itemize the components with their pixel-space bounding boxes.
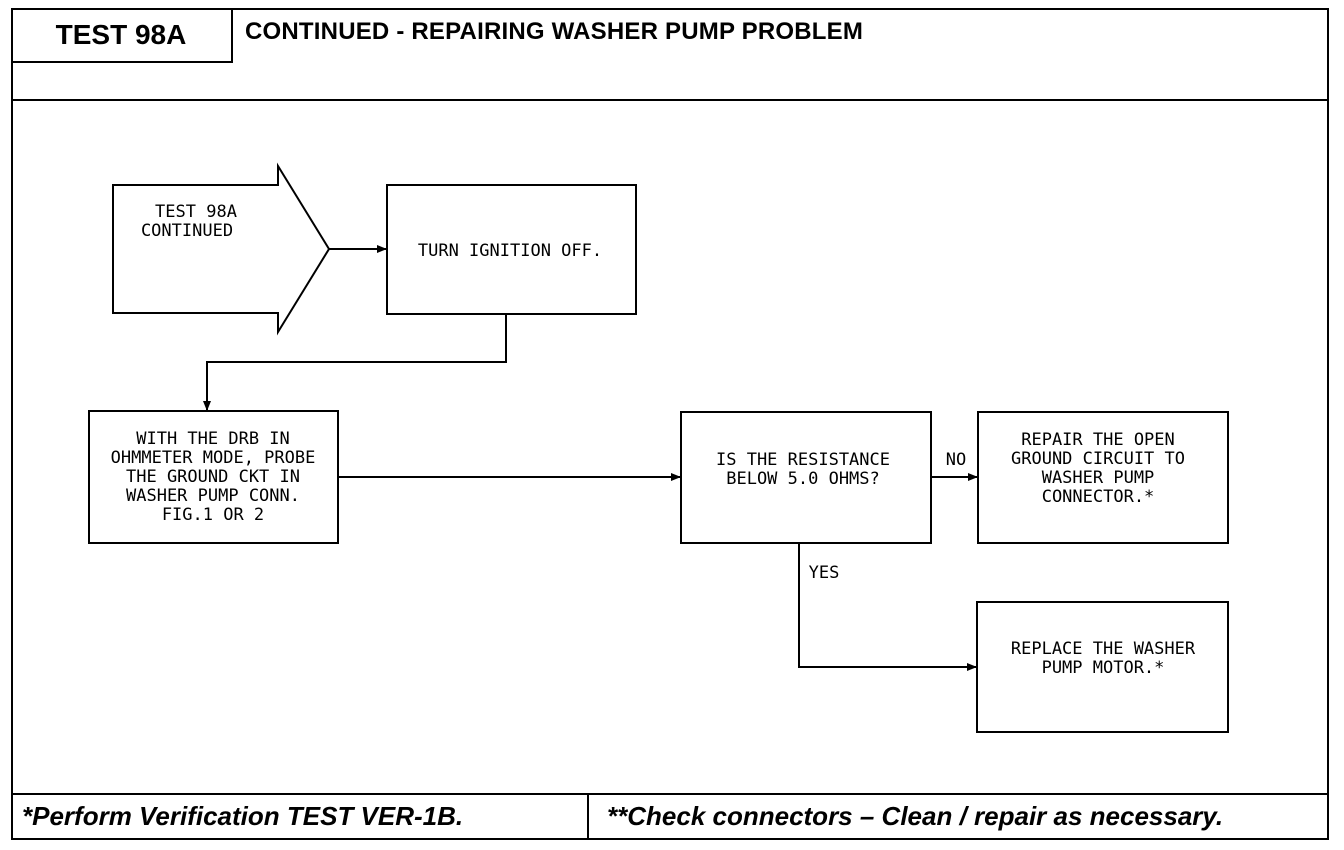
no-result-line-4: CONNECTOR.* — [1042, 487, 1155, 507]
header-divider — [11, 99, 1329, 101]
replace-washer-pump-box — [976, 601, 1229, 733]
test-number-label: TEST 98A — [11, 8, 233, 63]
connector-step1-to-step2 — [203, 314, 507, 411]
no-result-line-2: GROUND CIRCUIT TO — [1011, 449, 1185, 469]
step2-text-line-1: WITH THE DRB IN — [136, 429, 290, 449]
start-arrow-shape — [112, 162, 331, 336]
footer-divider — [11, 793, 1329, 795]
connector-check-note: **Check connectors – Clean / repair as n… — [607, 801, 1224, 831]
step2-text-line-2: OHMMETER MODE, PROBE — [111, 448, 316, 468]
no-result-line-1: REPAIR THE OPEN — [1021, 430, 1175, 450]
repair-open-ground-box — [977, 411, 1229, 544]
yes-result-line-1: REPLACE THE WASHER — [1011, 639, 1196, 659]
yes-result-line-2: PUMP MOTOR.* — [1042, 658, 1165, 678]
ohmmeter-probe-box — [88, 410, 339, 544]
step2-text-line-5: FIG.1 OR 2 — [162, 505, 264, 525]
no-label: NO — [946, 450, 966, 470]
verification-note: *Perform Verification TEST VER-1B. — [22, 801, 464, 831]
decision-text-line-1: IS THE RESISTANCE — [716, 450, 890, 470]
step1-text-line-1: TURN IGNITION OFF. — [418, 241, 602, 261]
start-text-line-1: TEST 98A — [155, 202, 237, 222]
resistance-question-box — [680, 411, 932, 544]
decision-text-line-2: BELOW 5.0 OHMS? — [726, 469, 880, 489]
no-result-line-3: WASHER PUMP — [1042, 468, 1155, 488]
footer-column-divider — [587, 794, 589, 840]
start-text-line-2: CONTINUED — [141, 221, 233, 241]
turn-ignition-off-box — [386, 184, 637, 315]
step2-text-line-4: WASHER PUMP CONN. — [126, 486, 300, 506]
page-border — [11, 8, 1329, 840]
step2-text-line-3: THE GROUND CKT IN — [126, 467, 300, 487]
page-title: CONTINUED - REPAIRING WASHER PUMP PROBLE… — [245, 18, 864, 45]
connector-yes-branch — [798, 543, 977, 671]
yes-label: YES — [809, 563, 840, 583]
